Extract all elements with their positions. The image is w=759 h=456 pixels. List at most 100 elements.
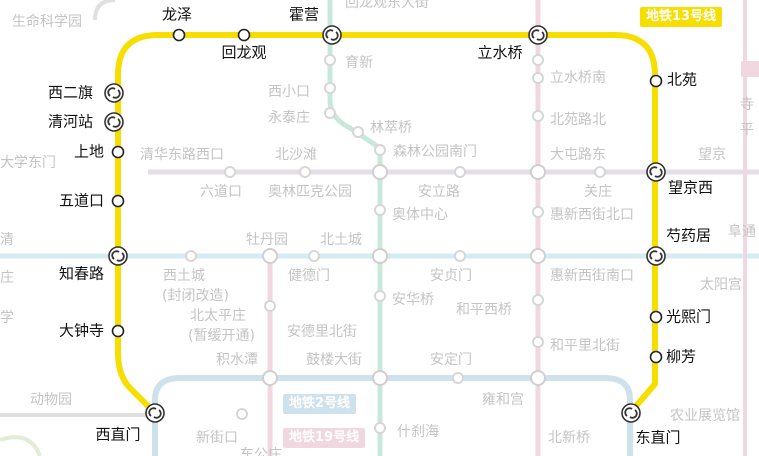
bg-station-label: 北沙滩 bbox=[275, 147, 317, 163]
station-5-label[interactable]: 上地 bbox=[74, 143, 104, 161]
station-15-label[interactable]: 光熙门 bbox=[666, 308, 711, 326]
station-14-interchange-icon[interactable] bbox=[646, 246, 666, 266]
bg-station-label: 林萃桥 bbox=[370, 120, 412, 136]
bg-station-label: 大学东门 bbox=[0, 155, 56, 171]
station-10-label[interactable]: 霍营 bbox=[289, 6, 319, 24]
bg-station-label: 北新桥 bbox=[548, 430, 590, 446]
station-11-interchange-icon[interactable] bbox=[528, 25, 548, 45]
line-edge2-route bbox=[0, 435, 42, 456]
bg-station-marker bbox=[374, 422, 386, 434]
bg-station-label: 惠新西街北口 bbox=[550, 207, 634, 223]
bg-interchange-marker bbox=[262, 370, 278, 386]
bg-station-marker bbox=[374, 204, 386, 216]
bg-station-marker bbox=[532, 206, 544, 218]
station-13-label[interactable]: 望京西 bbox=[668, 179, 713, 197]
station-16-marker[interactable] bbox=[649, 350, 663, 364]
bg-station-label: 惠新西街南口 bbox=[550, 268, 634, 284]
station-4-label[interactable]: 五道口 bbox=[59, 192, 104, 210]
station-9-marker[interactable] bbox=[237, 28, 251, 42]
station-3-interchange-icon[interactable] bbox=[108, 246, 128, 266]
bg-station-marker bbox=[299, 166, 311, 178]
bg-station-label: 奥体中心 bbox=[392, 206, 448, 223]
bg-station-label: 和平里北街 bbox=[550, 338, 620, 354]
line-19-badge-edge bbox=[741, 61, 759, 77]
bg-interchange-marker bbox=[530, 164, 546, 180]
bg-station-label: 学 bbox=[0, 310, 14, 326]
line-2-route bbox=[152, 375, 633, 456]
station-2-label[interactable]: 大钟寺 bbox=[59, 322, 104, 340]
station-16-label[interactable]: 柳芳 bbox=[666, 348, 696, 366]
bg-station-marker bbox=[352, 126, 364, 138]
station-8-marker[interactable] bbox=[172, 28, 186, 42]
bg-interchange-marker bbox=[372, 164, 388, 180]
bg-station-label: 平 bbox=[740, 122, 754, 138]
bg-station-label: 什刹海 bbox=[397, 424, 439, 440]
bg-station-label: 森林公园南门 bbox=[393, 144, 477, 160]
station-6-interchange-icon[interactable] bbox=[104, 112, 124, 132]
station-7-interchange-icon[interactable] bbox=[104, 83, 124, 103]
bg-station-label: 庄 bbox=[0, 269, 14, 286]
line-13-badge[interactable]: 地铁13号线 bbox=[640, 7, 723, 27]
station-4-marker[interactable] bbox=[111, 194, 125, 208]
station-15-marker[interactable] bbox=[649, 310, 663, 324]
bg-station-label: 和平西桥 bbox=[456, 302, 512, 318]
bg-station-label: 奥林匹克公园 bbox=[268, 183, 352, 200]
bg-station-label: 北苑路北 bbox=[550, 112, 606, 128]
station-14-label[interactable]: 芍药居 bbox=[666, 227, 711, 245]
bg-station-label: 安贞门 bbox=[430, 267, 472, 284]
bg-station-marker bbox=[185, 250, 197, 262]
bg-station-marker bbox=[224, 166, 236, 178]
bg-station-marker bbox=[374, 144, 386, 156]
station-5-marker[interactable] bbox=[111, 145, 125, 159]
bg-station-marker bbox=[532, 294, 544, 306]
bg-station-label: 西小口 bbox=[268, 84, 310, 100]
station-3-label[interactable]: 知春路 bbox=[59, 265, 104, 283]
bg-interchange-marker bbox=[262, 248, 278, 264]
bg-station-marker bbox=[532, 336, 544, 348]
bg-station-label: 安华桥 bbox=[392, 292, 434, 308]
bg-station-label: 动物园 bbox=[30, 392, 72, 408]
bg-station-marker bbox=[532, 110, 544, 122]
bg-station-label: 安德里北街 bbox=[287, 324, 357, 340]
line-4-route bbox=[93, 0, 116, 21]
station-6-label[interactable]: 清河站 bbox=[48, 113, 93, 131]
bg-station-marker bbox=[264, 300, 276, 312]
station-10-interchange-icon[interactable] bbox=[322, 25, 342, 45]
station-13-interchange-icon[interactable] bbox=[646, 162, 666, 182]
bg-interchange-marker bbox=[372, 370, 388, 386]
bg-station-label: 六道口 bbox=[200, 184, 242, 200]
station-1-label[interactable]: 西直门 bbox=[95, 426, 140, 444]
station-1-interchange-icon[interactable] bbox=[145, 403, 165, 423]
bg-station-marker bbox=[324, 54, 336, 66]
station-11-label[interactable]: 立水桥 bbox=[477, 44, 522, 62]
station-12-marker[interactable] bbox=[649, 74, 663, 88]
station-9-label[interactable]: 回龙观 bbox=[221, 44, 266, 62]
bg-station-label: 育新 bbox=[345, 55, 373, 71]
bg-station-marker bbox=[374, 290, 386, 302]
bg-station-marker bbox=[454, 250, 466, 262]
station-8-label[interactable]: 龙泽 bbox=[162, 6, 192, 24]
bg-station-label: 牡丹园 bbox=[246, 232, 288, 248]
station-2-marker[interactable] bbox=[111, 324, 125, 338]
bg-station-marker bbox=[324, 82, 336, 94]
line-13 bbox=[115, 32, 658, 416]
station-7-label[interactable]: 西二旗 bbox=[48, 84, 93, 102]
station-17-label[interactable]: 东直门 bbox=[635, 429, 680, 447]
bg-station-label: 阜通 bbox=[728, 223, 756, 240]
bg-station-label: 永泰庄 bbox=[268, 109, 310, 126]
line-2-badge[interactable]: 地铁2号线 bbox=[283, 394, 357, 414]
bg-station-label: 寺 bbox=[740, 97, 754, 113]
bg-station-label: 车公庄 bbox=[240, 446, 282, 456]
station-17-interchange-icon[interactable] bbox=[621, 403, 641, 423]
bg-station-label: 大屯路东 bbox=[550, 147, 606, 163]
station-12-label[interactable]: 北苑 bbox=[667, 71, 697, 89]
bg-interchange-marker bbox=[372, 248, 388, 264]
bg-station-label: 北太平庄 bbox=[190, 307, 246, 324]
bg-station-label: 清 bbox=[0, 232, 14, 248]
bg-station-label: 鼓楼大街 bbox=[306, 352, 362, 368]
bg-station-label: 太阳宫 bbox=[700, 277, 742, 293]
bg-station-label: 望京 bbox=[698, 147, 726, 163]
line-19-badge[interactable]: 地铁19号线 bbox=[283, 428, 366, 448]
